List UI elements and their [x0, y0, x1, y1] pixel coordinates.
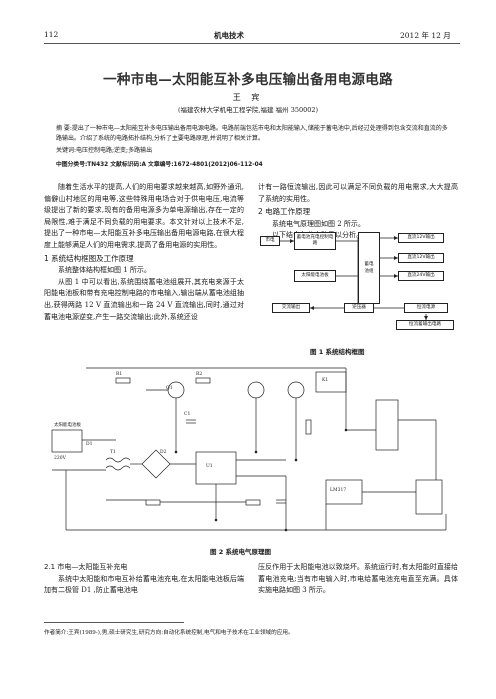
- section-2-heading: 2 电路工作原理: [258, 207, 311, 217]
- label-r1: R1: [116, 372, 123, 377]
- label-lm317: LM317: [330, 488, 347, 493]
- abstract: 摘 要:提出了一种市电—太阳能互补多电压输出备用电源电路。电路前端包括市电和太阳…: [56, 125, 448, 142]
- footnote-rule: [44, 622, 184, 623]
- header-rule: [44, 43, 460, 44]
- classification: 中图分类号:TN432 文献标识码:A 文章编号:1672-4801(2012)…: [56, 162, 263, 168]
- figure-2-schematic: 太阳能电池板 220V R1 R2 D1 D2 C1 Q1 U1 T1 K1 L…: [46, 360, 460, 540]
- journal-name: 机电技术: [214, 31, 244, 40]
- keywords: 关键词:电压控制电路;逆变;多路输出: [56, 147, 153, 154]
- continued-paragraph: 计有一路恒流输出,因此可以满足不同负载的用电需求,大大提高了系统的实用性。: [258, 183, 458, 203]
- label-k1: K1: [322, 378, 329, 383]
- label-d2: D2: [160, 450, 167, 455]
- section-2-1-paragraph: 系统中太阳能和市电互补给蓄电池充电,在太阳能电池板后端加有二极管 D1 ,防止蓄…: [44, 574, 244, 595]
- section-2-1-continued: 压反作用于太阳能电池以致烧坏。系统运行时,有太阳能时直接给蓄电池充电;当有市电输…: [258, 563, 458, 595]
- author: 王 宾: [232, 93, 264, 102]
- label-t1: T1: [110, 450, 116, 455]
- figure-2-caption: 图 2 系统电气原理图: [210, 548, 272, 556]
- block-mains: 市电: [260, 236, 280, 246]
- block-charge-control: 蓄电池充电控制电路: [294, 232, 336, 250]
- section-1-paragraph-1: 系统整体结构框如图 1 所示。: [58, 266, 151, 275]
- block-ac-output: 交流输出: [272, 303, 310, 313]
- label-q1: Q1: [166, 386, 173, 391]
- block-battery: 蓄电池组: [358, 232, 380, 304]
- label-u1: U1: [206, 464, 213, 469]
- intro-paragraph: 随着生活水平的提高,人们的用电要求越来越高,如野外通讯,偏僻山村地区的用电等,这…: [44, 183, 244, 249]
- bottom-left-column: 2.1 市电—太阳能互补充电 系统中太阳能和市电互补给蓄电池充电,在太阳能电池板…: [44, 562, 244, 597]
- block-constant-current-source: 恒流电源: [404, 303, 448, 313]
- bottom-right-column: 压反作用于太阳能电池以致烧坏。系统运行时,有太阳能时直接给蓄电池充电;当有市电输…: [258, 562, 458, 597]
- block-inverter: 逆压器: [344, 303, 374, 313]
- label-d1: D1: [86, 442, 93, 447]
- section-2-1-heading: 2.1 市电—太阳能互补充电: [44, 563, 128, 571]
- label-c1: C1: [184, 412, 191, 417]
- paper-title: 一种市电—太阳能互补多电压输出备用电源电路: [103, 72, 393, 88]
- section-2-paragraph-1: 系统电气原理图如图 2 所示。: [272, 219, 365, 228]
- issue-date: 2012 年 12 月: [400, 31, 451, 40]
- affiliation: (福建农林大学机电工程学院,福建 福州 350002): [177, 106, 319, 114]
- block-solar-panel: 太阳能电池板: [294, 270, 336, 282]
- section-1-paragraph-2: 从图 1 中可以看出,系统围绕蓄电池组展开,其充电来源于太阳能电池板和带有充电控…: [44, 277, 244, 321]
- author-footnote: 作者简介:王宾(1989-),男,硕士研究生,研究方向:自动化系统控制,电气和电…: [44, 630, 294, 636]
- label-solar-panel: 太阳能电池板: [54, 423, 81, 428]
- label-r2: R2: [196, 372, 203, 377]
- block-dc12-output-2: 直流12V输出: [398, 253, 444, 263]
- label-220v: 220V: [54, 456, 66, 461]
- left-column: 随着生活水平的提高,人们的用电要求越来越高,如野外通讯,偏僻山村地区的用电等,这…: [44, 182, 244, 323]
- block-constant-current-output: 恒流蓄输出电路: [396, 320, 454, 330]
- section-1-heading: 1 系统结构框图及工作原理: [44, 253, 134, 263]
- block-dc12-output-1: 直流12V输出: [398, 233, 444, 243]
- schematic-drawing: [51, 367, 447, 532]
- page-number: 112: [44, 30, 59, 39]
- figure-1-caption: 图 1 系统结构框图: [310, 348, 365, 356]
- figure-1-block-diagram: 市电 蓄电池充电控制电路 太阳能电池板 蓄电池组 直流12V输出 直流12V输出…: [258, 228, 458, 348]
- block-dc24-output: 直流24V输出: [398, 271, 444, 281]
